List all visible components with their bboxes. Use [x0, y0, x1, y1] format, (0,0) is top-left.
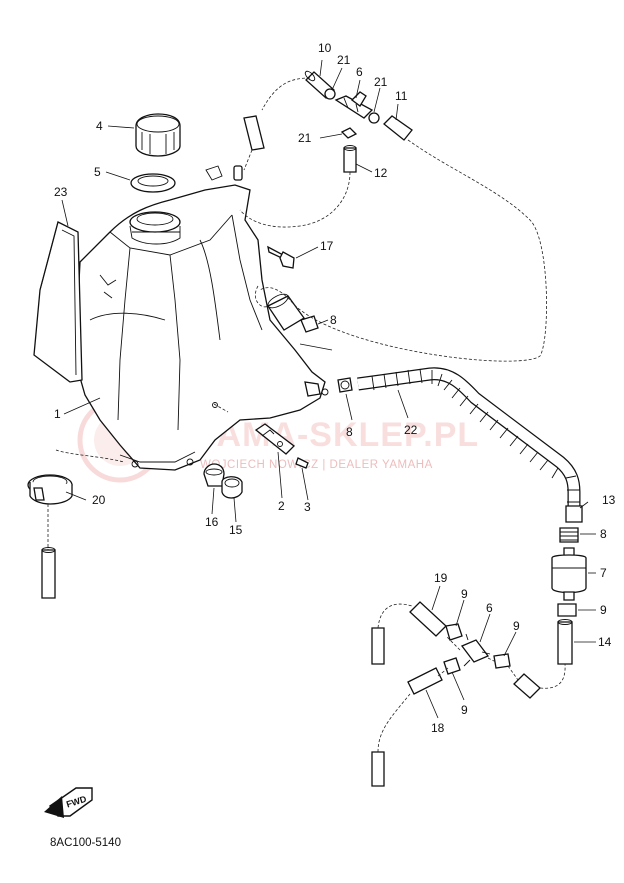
collar-15 — [221, 476, 243, 499]
forward-arrow-icon: FWD — [44, 787, 93, 818]
callout-9-a: 9 — [461, 587, 468, 601]
leader-lines — [61, 59, 596, 719]
callout-6-top: 6 — [356, 65, 363, 79]
clip-8-filter — [559, 527, 579, 543]
callout-17: 17 — [320, 239, 334, 253]
clip-9-a — [445, 623, 463, 641]
vent-hose-11 — [383, 115, 413, 141]
hose-18 — [407, 667, 443, 695]
callout-numbers: 4 5 23 1 17 8 8 22 13 8 7 9 14 10 21 6 2… — [54, 41, 616, 735]
callout-10: 10 — [318, 41, 332, 55]
clip-9-c — [443, 657, 461, 675]
callout-14: 14 — [598, 635, 612, 649]
callout-8-filter: 8 — [600, 527, 607, 541]
callout-8-outlet: 8 — [346, 425, 353, 439]
grommet-16 — [203, 463, 225, 487]
watermark-sub-text: WOJCIECH NOWICZ | DEALER YAMAHA — [200, 459, 433, 471]
routing-lines — [47, 77, 566, 753]
callout-2: 2 — [278, 499, 285, 513]
callout-21-top: 21 — [337, 53, 351, 67]
hose-19 — [409, 601, 447, 637]
watermark-main-text: YAMA-SKLEP.PL — [196, 416, 479, 454]
hose-clamp-20 — [27, 474, 73, 505]
callout-9-b: 9 — [513, 619, 520, 633]
callout-23: 23 — [54, 185, 68, 199]
callout-3: 3 — [304, 500, 311, 514]
hose-lower-left-b — [371, 751, 385, 787]
cap-gasket — [130, 173, 176, 193]
diagram-code: 8AC100-5140 — [50, 837, 121, 849]
hose-right-lower — [513, 673, 541, 699]
tee-joint-6 — [460, 633, 491, 667]
callout-6-tee: 6 — [486, 601, 493, 615]
fuel-tank — [74, 165, 329, 471]
fuel-filter-7 — [551, 547, 587, 601]
vent-clip-21-left — [340, 127, 358, 139]
callout-4: 4 — [96, 119, 103, 133]
hose-end-13 — [565, 505, 583, 523]
vent-clip-21-right — [368, 112, 380, 124]
callout-16: 16 — [205, 515, 219, 529]
callout-9-c: 9 — [461, 703, 468, 717]
callout-22: 22 — [404, 423, 418, 437]
callout-19: 19 — [434, 571, 448, 585]
callout-21-left: 21 — [298, 131, 312, 145]
callout-7: 7 — [600, 566, 607, 580]
hose-short-upper — [267, 293, 319, 333]
screw-3 — [295, 457, 309, 469]
callout-20: 20 — [92, 493, 106, 507]
clip-tank-outlet — [337, 377, 353, 393]
clip-9-filter — [557, 603, 577, 617]
callout-18: 18 — [431, 721, 445, 735]
vent-hose-upper-left — [243, 115, 265, 151]
callout-9-filter: 9 — [600, 603, 607, 617]
hose-14 — [557, 619, 573, 665]
callout-5: 5 — [94, 165, 101, 179]
fuel-hose-main — [357, 367, 581, 520]
side-cover — [33, 221, 83, 383]
hose-lower-left-a — [371, 627, 385, 665]
callout-8-hose: 8 — [330, 313, 337, 327]
vent-clip-21-top — [324, 88, 336, 100]
callout-13: 13 — [602, 493, 616, 507]
callout-11: 11 — [395, 89, 408, 103]
bolt-17 — [267, 245, 295, 269]
bracket-2 — [254, 423, 295, 455]
callout-21-right: 21 — [374, 75, 388, 89]
callout-1: 1 — [54, 407, 61, 421]
vent-hose-12 — [343, 145, 357, 173]
clip-9-b — [493, 653, 511, 669]
vent-joint-6-top — [334, 91, 374, 119]
vent-hose-left — [41, 547, 56, 599]
callout-15: 15 — [229, 523, 243, 537]
tank-cap — [135, 113, 181, 157]
callout-12: 12 — [374, 166, 388, 180]
